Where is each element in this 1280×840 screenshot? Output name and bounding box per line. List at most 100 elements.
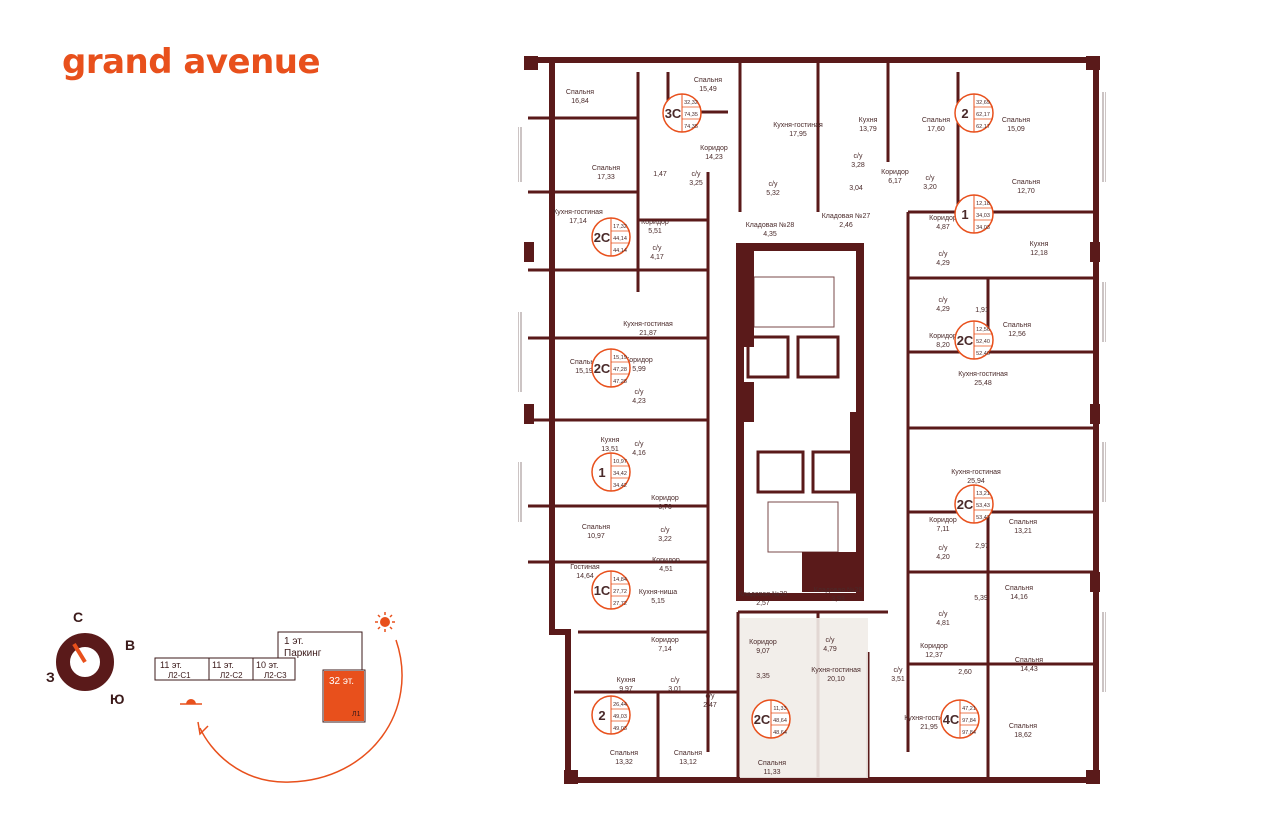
room-label: с/у 3,51 [891, 667, 905, 683]
room-name: Гостиная [570, 564, 600, 571]
highlighted-apartment[interactable] [740, 618, 868, 778]
room-label: с/у3,28 [851, 153, 865, 169]
area-value: 5,39 [974, 595, 988, 602]
room-name: Кухня [601, 437, 620, 444]
room-label: с/у4,17 [650, 245, 664, 261]
room-area: 17,33 [597, 174, 615, 181]
badge-value: 32,69 [976, 100, 990, 106]
room-area: 15,09 [1007, 126, 1025, 133]
floor-plan: Спальня16,84Спальня15,49Кухня-гостиная17… [518, 52, 1106, 787]
room-label: с/у4,29 [936, 251, 950, 267]
badge-value: 74,35 [684, 124, 698, 130]
badge-code: 1 [961, 207, 968, 222]
area-value: 2,60 [958, 669, 972, 676]
room-name: с/у [939, 251, 948, 258]
room-name: Спальня [1012, 179, 1040, 186]
badge-value: 27,72 [613, 589, 627, 595]
room-name: Коридор [929, 215, 957, 222]
room-name: Спальня [1005, 585, 1033, 592]
room-area: 9,07 [756, 648, 770, 655]
room-area: 25,48 [974, 380, 992, 387]
room-name: с/у [894, 667, 903, 674]
room-name: Спальня [570, 359, 598, 366]
room-area: 13,12 [679, 759, 697, 766]
room-area: 21,87 [639, 330, 657, 337]
room-name: с/у [926, 175, 935, 182]
badge-value: 47,21 [962, 706, 976, 712]
room-area: 3,51 [891, 676, 905, 683]
room-area: 5,15 [651, 598, 665, 605]
room-name: Спальня [1009, 723, 1037, 730]
window-lines [518, 92, 1106, 692]
badge-value: 48,64 [773, 718, 787, 724]
badge-code: 2С [594, 230, 611, 245]
room-area: 2,57 [756, 600, 770, 607]
room-area: 3,20 [923, 184, 937, 191]
current-block[interactable] [324, 671, 364, 721]
room-label: с/у2,47 [703, 693, 717, 709]
badge-code: 2С [754, 712, 771, 727]
compass: С В Ю З [46, 609, 135, 707]
room-name: Кухня [1030, 241, 1049, 248]
room-area: 10,97 [587, 533, 605, 540]
room-area: 4,51 [659, 566, 673, 573]
badge-code: 2 [961, 106, 968, 121]
room-name: с/у [939, 297, 948, 304]
area-value: 2,97 [975, 543, 989, 550]
room-label: с/у4,81 [936, 611, 950, 627]
room-name: Кухня-гостиная [553, 209, 603, 216]
room-area: 3,93 [831, 596, 845, 603]
room-name: с/у [769, 181, 778, 188]
room-area: 14,64 [576, 573, 594, 580]
badge-value: 10,97 [613, 459, 627, 465]
area-value: 1,47 [653, 171, 667, 178]
sunset-icon [180, 699, 202, 705]
room-name: Спальня [758, 760, 786, 767]
badge-value: 17,32 [613, 224, 627, 230]
area-value: 3,04 [849, 185, 863, 192]
badge-value: 34,03 [976, 225, 990, 231]
badge-value: 32,32 [684, 100, 698, 106]
badge-value: 27,72 [613, 601, 627, 607]
room-name: Коридор [651, 495, 679, 502]
room-area: 12,18 [1030, 250, 1048, 257]
room-area: 15,49 [699, 86, 717, 93]
building-core [736, 243, 864, 601]
room-area: 3,25 [689, 180, 703, 187]
room-name: Коридор [929, 517, 957, 524]
room-name: Коридор [881, 169, 909, 176]
room-name: Коридор [700, 145, 728, 152]
room-name: с/у [692, 171, 701, 178]
badge-value: 74,35 [684, 112, 698, 118]
badge-code: 1 [598, 465, 605, 480]
badge-code: 2С [957, 333, 974, 348]
